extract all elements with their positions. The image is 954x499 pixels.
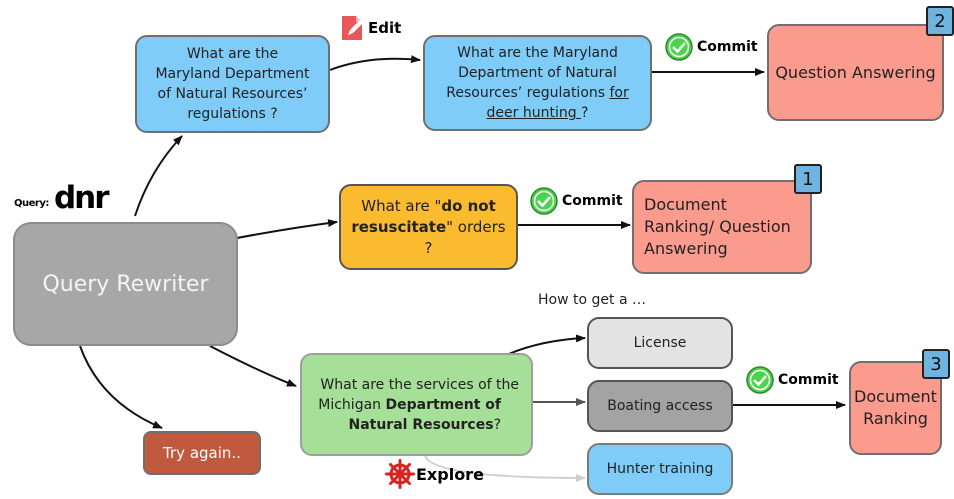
edit-icon (342, 16, 363, 40)
michigan-line-2: Michigan Department of (318, 396, 501, 413)
document-ranking-label: Document Ranking (854, 387, 937, 428)
arrow-michigan-to-license (503, 334, 586, 357)
dnr-question-box: What are "do not resuscitate" orders ? (339, 184, 518, 270)
try-again-label: Try again.. (163, 444, 241, 462)
arrow-rewriter-to-dnr (236, 219, 338, 239)
edit-text: Edit (368, 19, 402, 37)
edited-line-1: What are the Maryland (457, 45, 618, 61)
commit-text: Commit (778, 372, 839, 388)
arrow-michigan-to-hunter (424, 454, 586, 482)
maryland-question-box: What are the Maryland Department of Natu… (135, 35, 330, 133)
explore-label: Explore (385, 459, 484, 489)
rank-badge-2: 2 (926, 6, 954, 36)
rank-badge-3: 3 (922, 349, 950, 379)
dnr-question-text: What are "do not resuscitate" orders ? (351, 196, 506, 257)
check-icon (665, 33, 693, 61)
commit-text: Commit (562, 193, 623, 209)
edited-line-4: deer hunting ? (486, 105, 589, 121)
arrow-maryland-to-edited (329, 55, 421, 71)
option-hunter-training: Hunter training (587, 443, 733, 495)
edited-question-box: What are the Maryland Department of Natu… (423, 35, 652, 131)
rank-badge-1: 1 (794, 164, 822, 194)
edited-line-2: Department of Natural (458, 65, 617, 81)
commit-label-bottom: Commit (745, 365, 839, 395)
edited-line-3: Resources’ regulations for (446, 85, 629, 101)
option-boating-access: Boating access (587, 380, 733, 432)
commit-text: Commit (697, 39, 758, 55)
query-label: Query: dnr (14, 180, 110, 216)
check-icon (746, 366, 774, 394)
explore-text: Explore (416, 464, 484, 484)
query-rewriter-label: Query Rewriter (42, 271, 209, 297)
arrow-rewriter-to-michigan (209, 345, 297, 387)
option-hunter-label: Hunter training (606, 461, 714, 477)
check-icon (530, 187, 558, 215)
option-license: License (587, 317, 733, 369)
document-ranking-qa-label: Document Ranking/ Question Answering (644, 195, 791, 258)
arrow-rewriter-to-maryland (134, 135, 183, 217)
query-term: dnr (53, 180, 110, 216)
document-ranking-qa-box: Document Ranking/ Question Answering (632, 180, 812, 274)
maryland-question-text: What are the Maryland Department of Natu… (155, 46, 310, 122)
ship-wheel-icon (385, 459, 415, 489)
query-prefix: Query: (14, 198, 49, 209)
question-answering-box: Question Answering (767, 24, 944, 121)
edit-label: Edit (340, 14, 401, 42)
query-rewriter-box: Query Rewriter (13, 222, 238, 346)
option-license-label: License (633, 335, 687, 351)
commit-label-middle: Commit (529, 186, 623, 216)
question-answering-label: Question Answering (775, 63, 936, 82)
commit-label-top: Commit (664, 32, 758, 62)
michigan-question-box: What are the services of the Michigan De… (300, 353, 533, 456)
michigan-line-3: Natural Resources? (348, 416, 501, 433)
how-to-label: How to get a … (538, 292, 646, 308)
arrow-rewriter-to-tryagain (79, 345, 163, 429)
michigan-line-1: What are the services of the (320, 376, 519, 393)
option-boating-label: Boating access (607, 398, 713, 414)
try-again-button[interactable]: Try again.. (143, 431, 261, 475)
